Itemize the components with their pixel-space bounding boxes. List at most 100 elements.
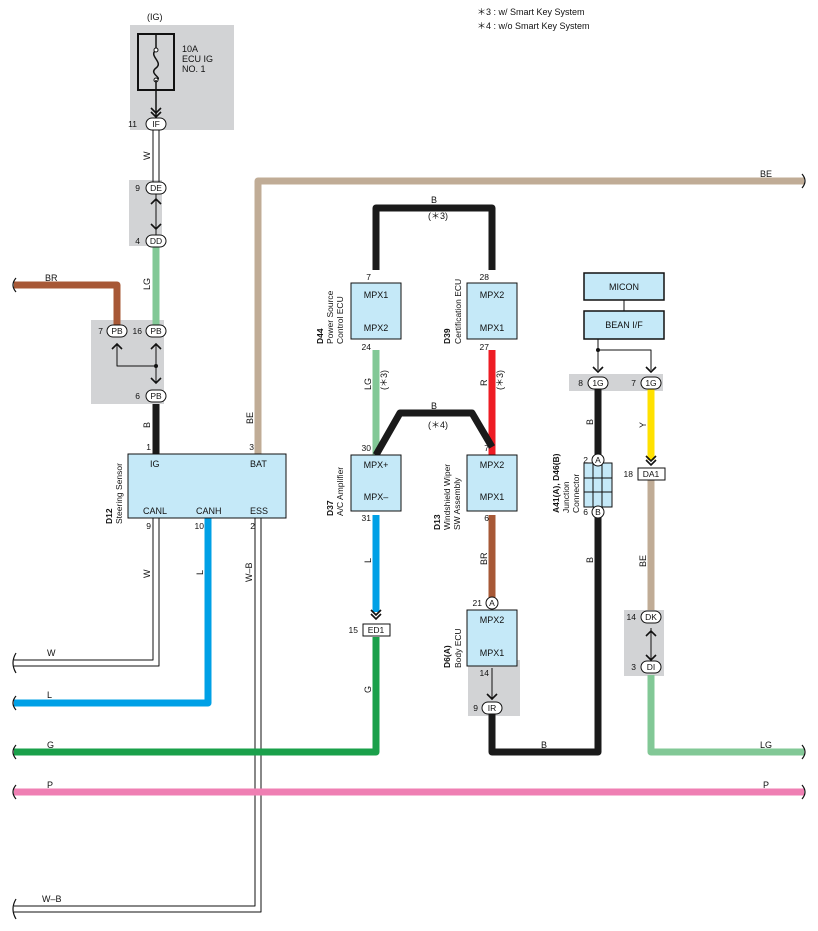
connector-di: DI 3 [631, 660, 662, 674]
svg-text:A41(A), D46(B): A41(A), D46(B) [551, 453, 561, 513]
svg-text:PB: PB [111, 326, 123, 336]
connector-1g-7: 1G 7 [631, 376, 662, 390]
wire-label-b5: B [585, 419, 595, 425]
wire-label-br1: BR [45, 273, 58, 283]
svg-text:14: 14 [480, 668, 490, 678]
svg-text:IG: IG [150, 459, 160, 469]
svg-text:14: 14 [627, 612, 637, 622]
svg-text:DA1: DA1 [643, 469, 660, 479]
svg-text:15: 15 [349, 625, 359, 635]
svg-text:ESS: ESS [250, 506, 268, 516]
svg-text:BEAN I/F: BEAN I/F [605, 320, 643, 330]
wire-label-b3: B [431, 401, 437, 411]
svg-text:30: 30 [362, 443, 372, 453]
svg-text:1G: 1G [592, 378, 603, 388]
wire-label-l2: L [47, 690, 52, 700]
svg-text:D37: D37 [325, 500, 335, 516]
wire-label-wb1: W–B [244, 562, 254, 582]
svg-text:7: 7 [631, 378, 636, 388]
svg-text:9: 9 [146, 521, 151, 531]
connector-if: IF 11 [128, 117, 167, 131]
note-s3-a: (＊3) [428, 211, 448, 221]
svg-text:10: 10 [195, 521, 205, 531]
svg-text:IR: IR [488, 703, 497, 713]
fuse-name-2: NO. 1 [182, 64, 206, 74]
wire-label-wb2: W–B [42, 894, 62, 904]
wire-label-w1: W [142, 151, 152, 160]
svg-text:3: 3 [631, 662, 636, 672]
svg-text:MPX2: MPX2 [480, 460, 505, 470]
svg-text:MPX2: MPX2 [480, 615, 505, 625]
svg-text:PB: PB [150, 326, 162, 336]
wire-label-br2: BR [479, 552, 489, 565]
note-s3-b: (＊3) [379, 370, 389, 390]
svg-text:DE: DE [150, 183, 162, 193]
connector-pb16: PB 16 [133, 324, 167, 338]
svg-text:4: 4 [135, 236, 140, 246]
svg-text:DI: DI [647, 662, 656, 672]
wire-label-b2: B [431, 195, 437, 205]
svg-text:11: 11 [128, 119, 137, 129]
component-junction-connector: A B 2 6 A41(A), D46(B) Junction Connecto… [551, 453, 613, 519]
edge-terminals [12, 173, 806, 920]
svg-text:SW Assembly: SW Assembly [452, 477, 462, 530]
svg-text:21: 21 [473, 598, 483, 608]
connector-de: DE 9 [135, 181, 167, 195]
svg-text:MPX1: MPX1 [480, 323, 505, 333]
svg-text:Connector: Connector [571, 474, 581, 513]
svg-text:MPX–: MPX– [364, 492, 389, 502]
wire-label-l3: L [363, 558, 373, 563]
svg-text:MPX+: MPX+ [364, 460, 389, 470]
note-no-smart-key: ＊4 : w/o Smart Key System [477, 21, 590, 31]
wire-label-p2: P [763, 780, 769, 790]
connector-dd: DD 4 [135, 234, 167, 248]
wire-labels: W LG BR B BE BE W W L L W–B W–B G G P P … [42, 151, 772, 904]
connector-pb6: PB 6 [135, 389, 167, 403]
fuse-amp: 10A [182, 44, 198, 54]
splice-dot [154, 364, 158, 368]
svg-text:CANH: CANH [196, 506, 222, 516]
component-d12: IG BAT CANL CANH ESS 1 3 9 10 2 D12 Stee… [104, 442, 287, 531]
svg-text:IF: IF [152, 119, 160, 129]
svg-text:Junction: Junction [561, 481, 571, 513]
svg-text:MPX1: MPX1 [480, 492, 505, 502]
svg-text:MPX1: MPX1 [364, 290, 389, 300]
fuse-name-1: ECU IG [182, 54, 213, 64]
svg-text:27: 27 [480, 342, 490, 352]
svg-text:Control ECU: Control ECU [335, 296, 345, 344]
svg-text:1G: 1G [645, 378, 656, 388]
svg-text:Windshield Wiper: Windshield Wiper [442, 464, 452, 530]
wire-label-be2: BE [760, 169, 772, 179]
connector-dk: DK 14 [627, 610, 662, 624]
svg-text:7: 7 [98, 326, 103, 336]
svg-text:D12: D12 [104, 508, 114, 524]
svg-text:8: 8 [578, 378, 583, 388]
wire-label-b1: B [142, 422, 152, 428]
svg-text:7: 7 [484, 443, 489, 453]
component-d44: MPX1 MPX2 7 24 D44 Power Source Control … [315, 272, 402, 352]
wire-label-g1: G [47, 740, 54, 750]
svg-text:18: 18 [624, 469, 634, 479]
wire-label-r1: R [479, 379, 489, 386]
svg-text:DD: DD [150, 236, 162, 246]
svg-text:6: 6 [583, 507, 588, 517]
svg-text:Certification ECU: Certification ECU [453, 279, 463, 344]
component-bean-if: BEAN I/F [583, 310, 665, 340]
component-d37: MPX+ MPX– 30 31 D37 A/C Amplifier [325, 443, 402, 523]
svg-text:D13: D13 [432, 514, 442, 530]
svg-text:Power Source: Power Source [325, 290, 335, 344]
wire-label-b6: B [585, 557, 595, 563]
svg-text:Body ECU: Body ECU [453, 628, 463, 668]
connector-d6-a: A 21 [473, 596, 499, 610]
svg-text:D39: D39 [442, 328, 452, 344]
component-micon: MICON [583, 272, 665, 301]
svg-text:9: 9 [135, 183, 140, 193]
svg-text:16: 16 [133, 326, 143, 336]
connector-da1: DA1 18 [624, 467, 666, 481]
splice-dot-micon [596, 348, 600, 352]
svg-text:DK: DK [645, 612, 657, 622]
connector-pb7: PB 7 [98, 324, 128, 338]
connector-1g-8: 1G 8 [578, 376, 609, 390]
svg-text:MPX2: MPX2 [480, 290, 505, 300]
